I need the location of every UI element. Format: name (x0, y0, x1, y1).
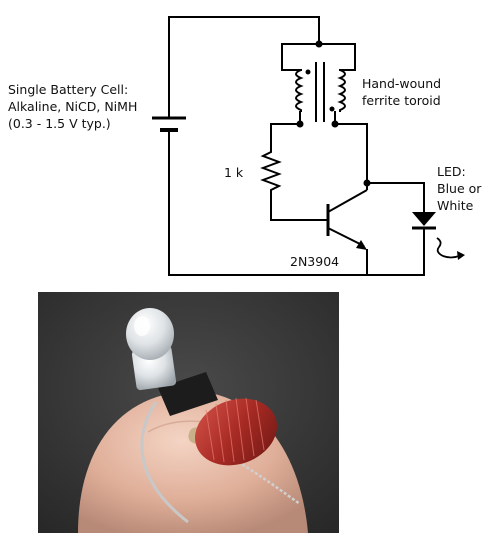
led-symbol (412, 212, 465, 260)
transistor-label: 2N3904 (290, 254, 339, 269)
led-label: LED: Blue or White (437, 164, 485, 213)
resistor-symbol (260, 148, 282, 196)
schematic-wires (168, 16, 425, 276)
toroid-transformer-symbol (295, 62, 346, 122)
junction-dot-top (315, 40, 323, 48)
circuit-schematic: Single Battery Cell: Alkaline, NiCD, NiM… (8, 16, 485, 276)
junction-dot-left-winding (296, 120, 304, 128)
battery-symbol (152, 116, 186, 140)
toroid-label: Hand-wound ferrite toroid (362, 76, 445, 108)
resistor-label: 1 k (224, 165, 244, 180)
circuit-photo (38, 292, 339, 533)
finger-holding-circuit-photo-icon (38, 292, 339, 533)
battery-label: Single Battery Cell: Alkaline, NiCD, NiM… (8, 82, 141, 131)
junction-dot-right-winding (331, 120, 339, 128)
transistor-symbol (326, 183, 368, 250)
